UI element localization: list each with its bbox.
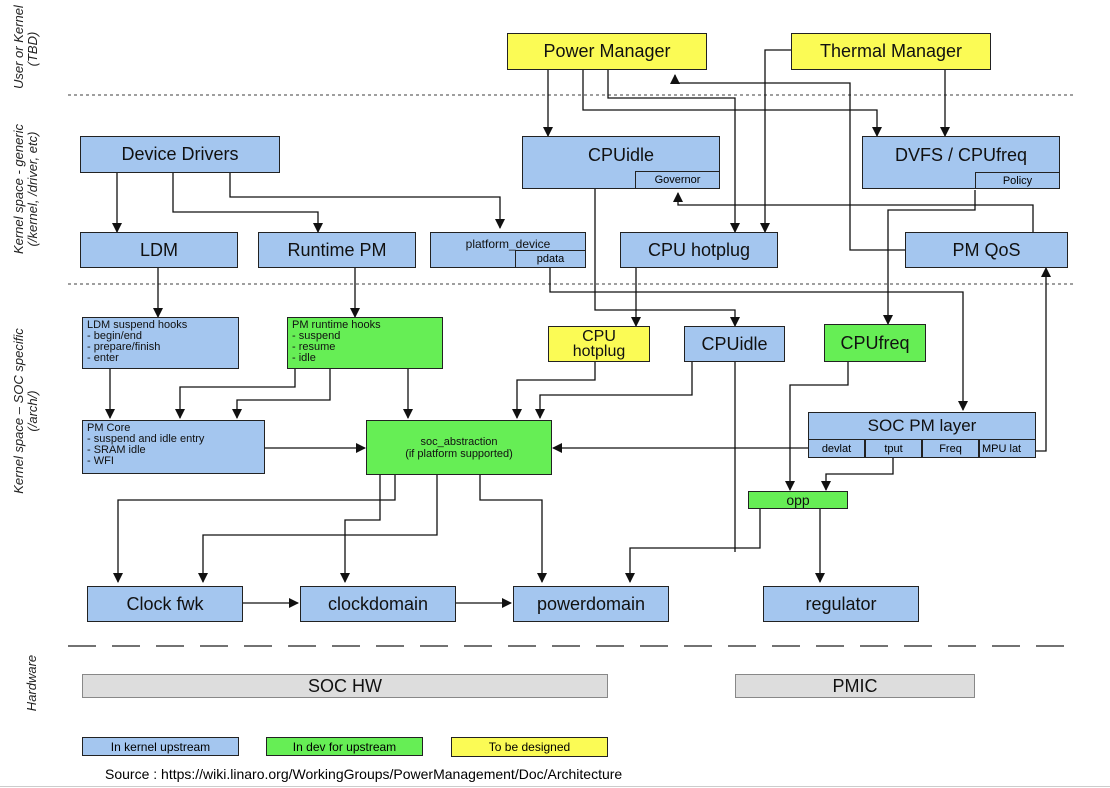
lane-hardware: Hardware: [24, 654, 39, 712]
ldm-hooks-line-1: - begin/end: [87, 330, 143, 342]
clockdomain-box: clockdomain: [300, 586, 456, 622]
legend-upstream: In kernel upstream: [82, 737, 239, 756]
ldm-hooks-line-0: LDM suspend hooks: [87, 319, 188, 331]
cpuidle-soc-box: CPUidle: [684, 326, 785, 362]
cpuidle-generic-label: CPUidle: [587, 145, 655, 165]
pm-qos-box: PM QoS: [905, 232, 1068, 268]
cpuidle-generic-box: CPUidle: [522, 136, 720, 189]
pdata-box: pdata: [515, 250, 586, 268]
governor-box: Governor: [635, 171, 720, 189]
pmic-box: PMIC: [735, 674, 975, 698]
pm-runtime-hooks-line-1: - suspend: [292, 330, 341, 342]
lane-kernel-generic: Kernel space - generic (/kernel, /driver…: [11, 123, 40, 255]
freq-box: Freq: [922, 439, 979, 458]
runtime-pm-box: Runtime PM: [258, 232, 416, 268]
power-manager-box: Power Manager: [507, 33, 707, 70]
mpu-lat-box: MPU lat: [979, 439, 1036, 458]
clock-fwk-box: Clock fwk: [87, 586, 243, 622]
pm-core-line-3: - WFI: [87, 455, 114, 467]
source-caption: Source : https://wiki.linaro.org/Working…: [105, 766, 623, 782]
lane-user-kernel: User or Kernel (TBD): [11, 5, 40, 89]
soc-abstraction-box: soc_abstraction (if platform supported): [366, 420, 552, 475]
soc-hw-box: SOC HW: [82, 674, 608, 698]
lane-kernel-soc: Kernel space – SOC specific (/arch/): [11, 328, 40, 494]
bottom-divider: [0, 786, 1110, 787]
thermal-manager-box: Thermal Manager: [791, 33, 991, 70]
policy-box: Policy: [975, 172, 1060, 189]
ldm-suspend-hooks-box: LDM suspend hooks - begin/end - prepare/…: [82, 317, 239, 369]
cpu-hotplug-generic-box: CPU hotplug: [620, 232, 778, 268]
pm-runtime-hooks-box: PM runtime hooks - suspend - resume - id…: [287, 317, 443, 369]
pm-core-line-1: - suspend and idle entry: [87, 433, 205, 445]
tput-box: tput: [865, 439, 922, 458]
pm-runtime-hooks-line-2: - resume: [292, 341, 336, 353]
pm-core-line-2: - SRAM idle: [87, 444, 146, 456]
soc-pm-layer-label: SOC PM layer: [867, 416, 977, 435]
pm-runtime-hooks-line-3: - idle: [292, 352, 316, 364]
ldm-box: LDM: [80, 232, 238, 268]
cpu-hotplug-soc-box: CPU hotplug: [548, 326, 650, 362]
cpufreq-soc-box: CPUfreq: [824, 324, 926, 362]
powerdomain-box: powerdomain: [513, 586, 669, 622]
devlat-box: devlat: [808, 439, 865, 458]
device-drivers-box: Device Drivers: [80, 136, 280, 173]
regulator-box: regulator: [763, 586, 919, 622]
pm-core-line-0: PM Core: [87, 422, 131, 434]
ldm-hooks-line-2: - prepare/finish: [87, 341, 161, 353]
pm-runtime-hooks-line-0: PM runtime hooks: [292, 319, 381, 331]
platform-device-label: platform_device: [465, 237, 551, 251]
opp-box: opp: [748, 491, 848, 509]
ldm-hooks-line-3: - enter: [87, 352, 119, 364]
dvfs-cpufreq-label: DVFS / CPUfreq: [894, 145, 1028, 165]
pm-core-box: PM Core - suspend and idle entry - SRAM …: [82, 420, 265, 474]
legend-to-design: To be designed: [451, 737, 608, 757]
legend-in-dev: In dev for upstream: [266, 737, 423, 756]
